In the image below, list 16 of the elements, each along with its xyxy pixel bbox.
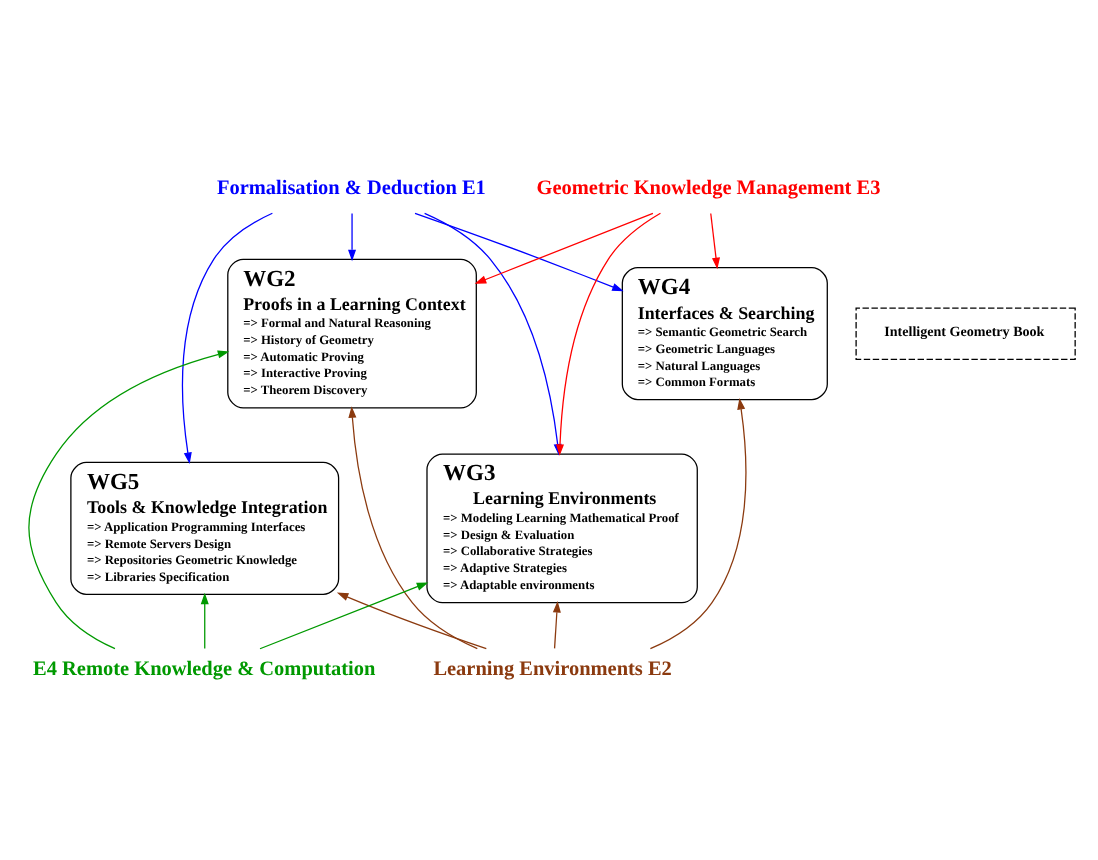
- node-text: Learning Environments E2: [433, 658, 672, 681]
- arrow: [336, 591, 487, 649]
- node-text: Formalisation & Deduction E1: [216, 176, 486, 199]
- arrow: [200, 591, 209, 649]
- arrow: [28, 349, 230, 649]
- arrow: [414, 211, 624, 291]
- arrow: [259, 581, 429, 649]
- arrow: [348, 405, 478, 649]
- arrow: [649, 397, 747, 649]
- arrow: [348, 211, 357, 261]
- arrow: [474, 211, 654, 283]
- arrow: [552, 600, 561, 649]
- node-text: Geometric Knowledge Management E3: [536, 176, 881, 199]
- arrow: [181, 211, 273, 463]
- arrow: [710, 211, 720, 269]
- node-text: E4 Remote Knowledge & Computation: [33, 658, 376, 681]
